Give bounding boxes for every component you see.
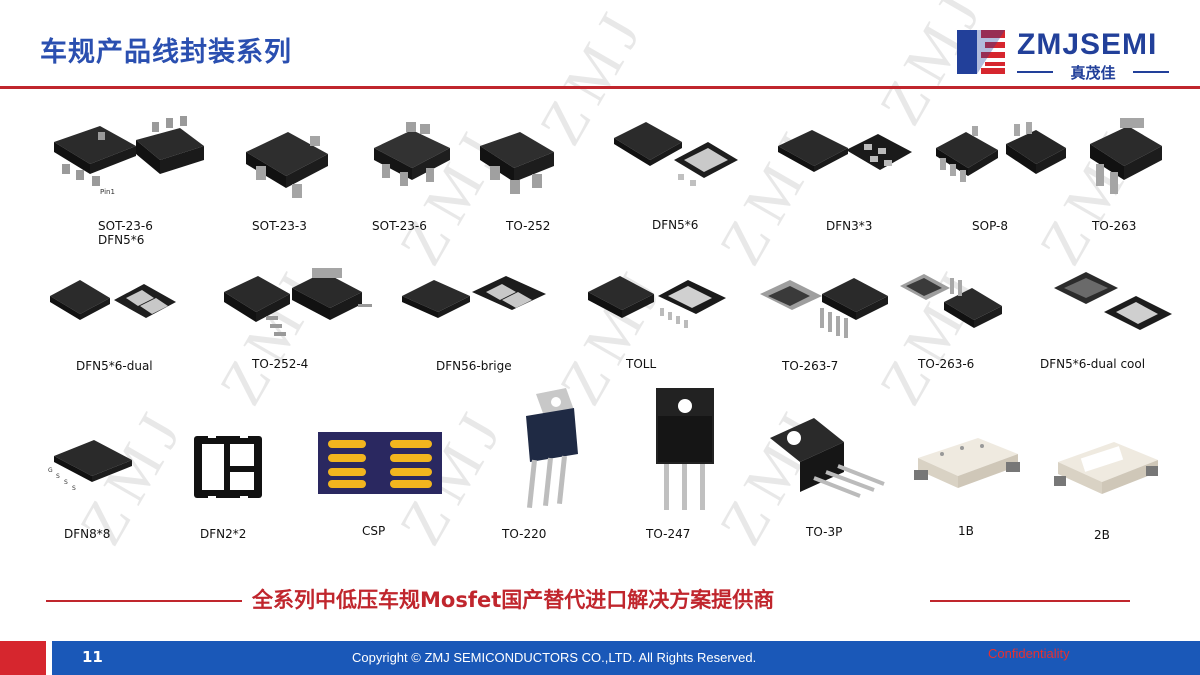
package-image-to-3p	[770, 418, 885, 498]
page-number: 11	[82, 648, 103, 666]
svg-text:S: S	[72, 485, 76, 492]
package-image-dfn3x3	[778, 130, 912, 172]
slogan-line-left	[46, 600, 242, 602]
package-image-toll	[588, 276, 726, 328]
footer-red-block	[0, 641, 46, 675]
package-label: TO-252	[506, 219, 551, 233]
package-image-dfn2x2	[194, 432, 262, 502]
package-label: DFN5*6-dual cool	[1040, 357, 1146, 371]
svg-text:Pin1: Pin1	[100, 188, 115, 196]
package-label: DFN8*8	[64, 527, 111, 541]
package-label: SOP-8	[972, 219, 1008, 233]
package-label: SOT-23-3	[252, 219, 307, 233]
package-image-dfn5x6-dual-cool	[1054, 272, 1172, 330]
package-label: TO-263	[1092, 219, 1137, 233]
package-label: TO-263-6	[918, 357, 975, 371]
package-image-csp	[318, 432, 442, 494]
package-label: DFN5*6-dual	[76, 359, 153, 373]
package-image-sop-8	[936, 122, 1066, 182]
package-image-to-252-4	[224, 268, 372, 336]
page-title: 车规产品线封装系列	[40, 37, 292, 68]
package-label: TO-220	[502, 527, 547, 541]
logo-chinese-name: 真茂佳	[1017, 62, 1169, 83]
package-image-sot-23-3	[246, 132, 328, 198]
svg-text:G: G	[48, 467, 53, 474]
copyright-text: Copyright © ZMJ SEMICONDUCTORS CO.,LTD. …	[352, 650, 757, 665]
package-image-dfn56-brige	[402, 276, 546, 318]
package-image-module-1b	[914, 438, 1020, 488]
package-label: TO-247	[646, 527, 691, 541]
svg-text:S: S	[64, 479, 68, 486]
package-label: TO-263-7	[782, 359, 839, 373]
zmj-logo-icon	[957, 30, 1005, 74]
slogan-line-right	[930, 600, 1130, 602]
package-image-dfn5x6	[614, 122, 738, 186]
package-image-dfn5x6-dual	[50, 280, 176, 320]
package-label: DFN5*6	[652, 218, 699, 232]
footer-bar: 11 Copyright © ZMJ SEMICONDUCTORS CO.,LT…	[0, 641, 1200, 675]
package-label: DFN5*6	[98, 233, 145, 247]
package-label: TO-252-4	[252, 357, 309, 371]
package-label: DFN56-brige	[436, 359, 512, 373]
package-label: DFN3*3	[826, 219, 873, 233]
package-image-to-263-6	[900, 274, 1002, 328]
package-label: DFN2*2	[200, 527, 247, 541]
package-image-dfn8x8: G S S S	[48, 440, 132, 492]
package-label: 1B	[958, 524, 974, 538]
package-image-to-220	[526, 388, 578, 509]
package-image-to-263-7	[760, 278, 888, 338]
package-image-module-2b	[1054, 442, 1158, 494]
footer-blue-band	[52, 641, 1200, 675]
logo-brand-text: ZMJSEMI	[1017, 28, 1158, 61]
company-logo: ZMJSEMI 真茂佳	[955, 24, 1175, 82]
package-label: SOT-23-6	[98, 219, 153, 233]
package-image-sot-23-6-large	[374, 122, 554, 194]
confidentiality-label: Confidentiality	[988, 646, 1070, 661]
package-label: 2B	[1094, 528, 1110, 542]
package-label: SOT-23-6	[372, 219, 427, 233]
svg-text:S: S	[56, 473, 60, 480]
package-label: TOLL	[626, 357, 657, 371]
package-image-to-247	[656, 388, 714, 510]
package-label: TO-3P	[806, 525, 843, 539]
slogan: 全系列中低压车规Mosfet国产替代进口解决方案提供商	[252, 588, 775, 612]
header-divider	[0, 86, 1200, 89]
package-image-to-263	[1090, 118, 1162, 194]
package-label: CSP	[362, 524, 386, 538]
package-image-sot-23-6: Pin1	[54, 116, 204, 196]
